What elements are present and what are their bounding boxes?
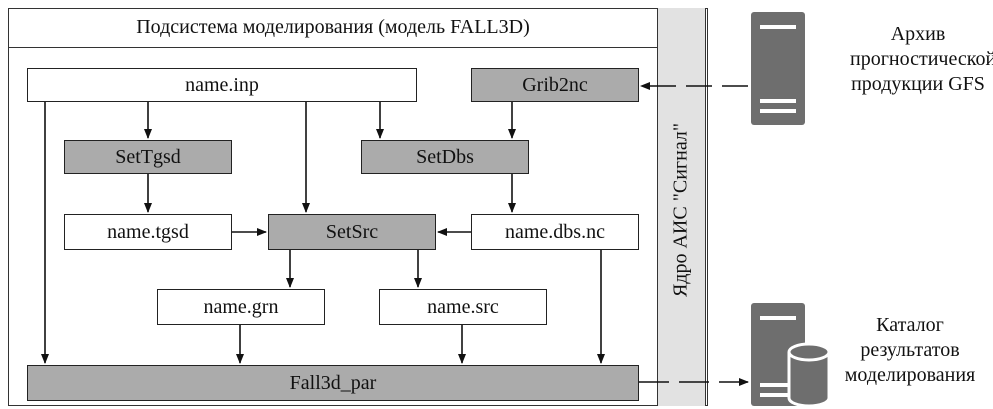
node-fall3d-par: Fall3d_par <box>27 365 639 401</box>
node-name-src: name.src <box>379 289 547 325</box>
node-name-tgsd: name.tgsd <box>64 214 232 250</box>
node-name-inp: name.inp <box>27 68 417 102</box>
node-settgsd: SetTgsd <box>64 140 232 174</box>
subsystem-title: Подсистема моделирования (модель FALL3D) <box>8 8 658 48</box>
archive-server-icon <box>751 12 805 125</box>
catalog-label: Каталог результатов моделирования <box>844 314 976 386</box>
node-grib2nc: Grib2nc <box>471 68 639 102</box>
node-name-grn: name.grn <box>157 289 325 325</box>
node-setdbs: SetDbs <box>361 140 529 174</box>
node-setsrc: SetSrc <box>268 214 436 250</box>
archive-label: Архив прогностической продукции GFS <box>850 23 993 95</box>
core-strip <box>657 8 706 406</box>
subsystem-frame <box>8 8 708 406</box>
catalog-database-icon <box>751 303 831 408</box>
node-name-dbs-nc: name.dbs.nc <box>471 214 639 250</box>
